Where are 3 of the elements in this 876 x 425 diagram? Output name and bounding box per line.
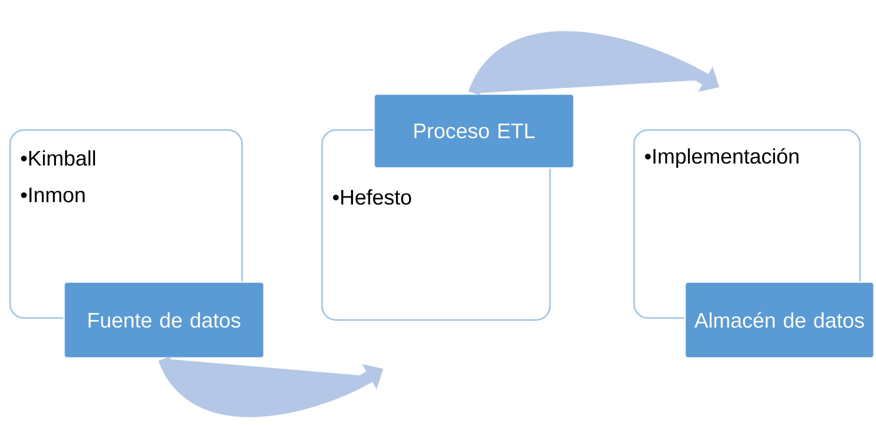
- label-box: Almacén de datos: [684, 281, 875, 359]
- label-box: Fuente de datos: [63, 281, 265, 359]
- label-box: Proceso ETL: [373, 93, 575, 169]
